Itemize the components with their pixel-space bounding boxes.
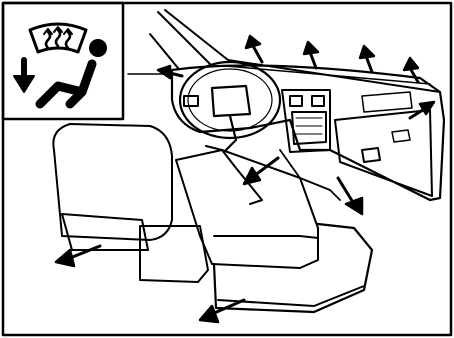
defroster-arrow	[404, 58, 418, 82]
driver-seat	[53, 124, 262, 282]
front-floor-arrow-driver	[244, 158, 278, 184]
defroster-arrow	[304, 42, 318, 68]
defroster-arrow	[360, 46, 374, 72]
glovebox	[335, 110, 432, 196]
defroster-arrow	[246, 36, 262, 62]
down-arrow-icon	[14, 60, 34, 92]
rear-floor-arrow-right	[200, 300, 244, 322]
windshield-defroster-icon	[30, 24, 86, 52]
passenger-seat	[176, 150, 372, 312]
driver-side-vent-arrow	[128, 66, 182, 78]
figure-frame	[3, 3, 451, 335]
driver-side-vent	[184, 96, 198, 106]
windshield	[140, 10, 440, 92]
front-floor-arrow-passenger	[338, 178, 362, 214]
mode-icon-inset	[3, 3, 123, 119]
